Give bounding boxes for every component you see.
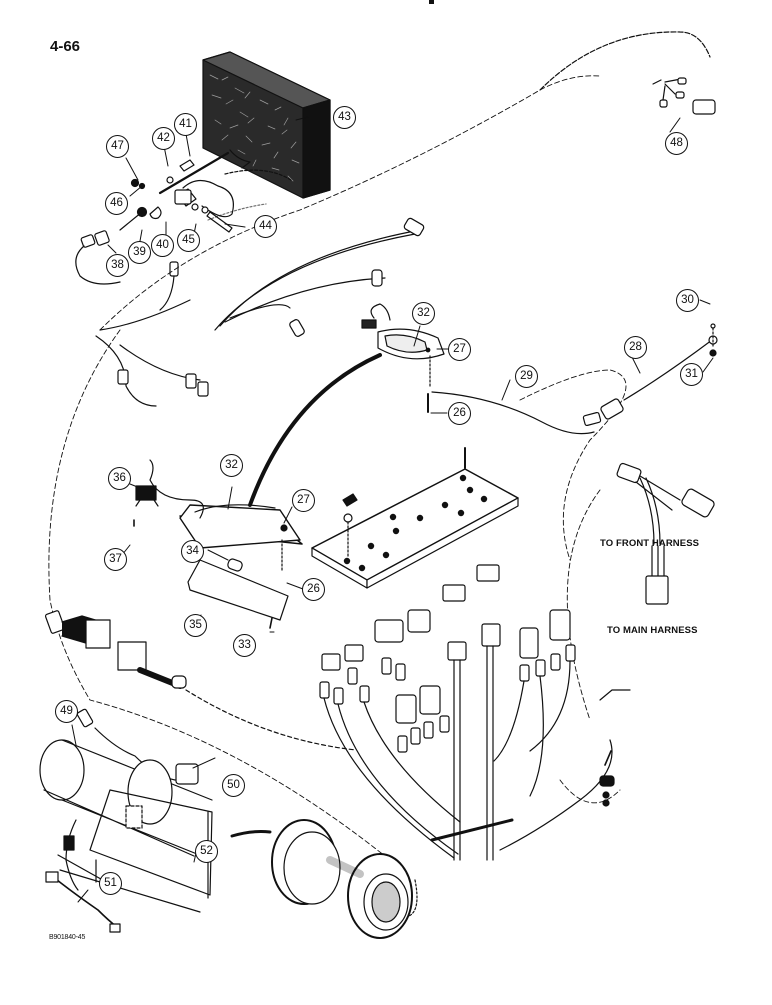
callout-38: 38 <box>106 254 129 277</box>
harness-48 <box>539 31 716 115</box>
callout-30: 30 <box>676 289 699 312</box>
page-number: 4-66 <box>50 38 81 55</box>
callout-27-lower: 27 <box>292 489 315 512</box>
callout-26-lower: 26 <box>302 578 325 601</box>
blower-wheels <box>271 819 418 939</box>
callout-43: 43 <box>333 106 356 129</box>
callout-50: 50 <box>222 774 245 797</box>
callout-34: 34 <box>181 540 204 563</box>
callout-44: 44 <box>254 215 277 238</box>
callout-39: 39 <box>128 241 151 264</box>
callout-35: 35 <box>184 614 207 637</box>
callout-41: 41 <box>174 113 197 136</box>
callout-45: 45 <box>177 229 200 252</box>
callout-49: 49 <box>55 700 78 723</box>
callout-47: 47 <box>106 135 129 158</box>
callout-40: 40 <box>151 234 174 257</box>
callout-37: 37 <box>104 548 127 571</box>
multipin-connectors <box>44 610 357 751</box>
callout-51: 51 <box>99 872 122 895</box>
switch-panel <box>311 447 519 589</box>
work-lamp <box>202 51 331 199</box>
connector-38 <box>75 230 179 311</box>
callout-27-upper: 27 <box>448 338 471 361</box>
callout-46: 46 <box>105 192 128 215</box>
callout-29: 29 <box>515 365 538 388</box>
switches <box>319 564 613 861</box>
harness-connectors <box>599 462 715 807</box>
front-harness-label: TO FRONT HARNESS <box>600 538 700 549</box>
callout-42: 42 <box>152 127 175 150</box>
callout-32-upper: 32 <box>412 302 435 325</box>
dome-lamp-exploded <box>133 459 303 629</box>
drawing-code: B901840-45 <box>49 934 86 941</box>
dome-lamp-upper <box>248 303 445 507</box>
callout-28: 28 <box>624 336 647 359</box>
callout-32-lower: 32 <box>220 454 243 477</box>
callout-52: 52 <box>195 840 218 863</box>
clipped-mark <box>429 0 434 4</box>
callout-48: 48 <box>665 132 688 155</box>
leads-28-29 <box>431 323 718 435</box>
callout-36: 36 <box>108 467 131 490</box>
harness-wires <box>48 75 627 861</box>
main-harness-label: TO MAIN HARNESS <box>607 625 698 636</box>
callout-26-upper: 26 <box>448 402 471 425</box>
callout-31: 31 <box>680 363 703 386</box>
blower-assembly <box>39 708 272 933</box>
callout-33: 33 <box>233 634 256 657</box>
harness-bundle <box>95 217 425 407</box>
